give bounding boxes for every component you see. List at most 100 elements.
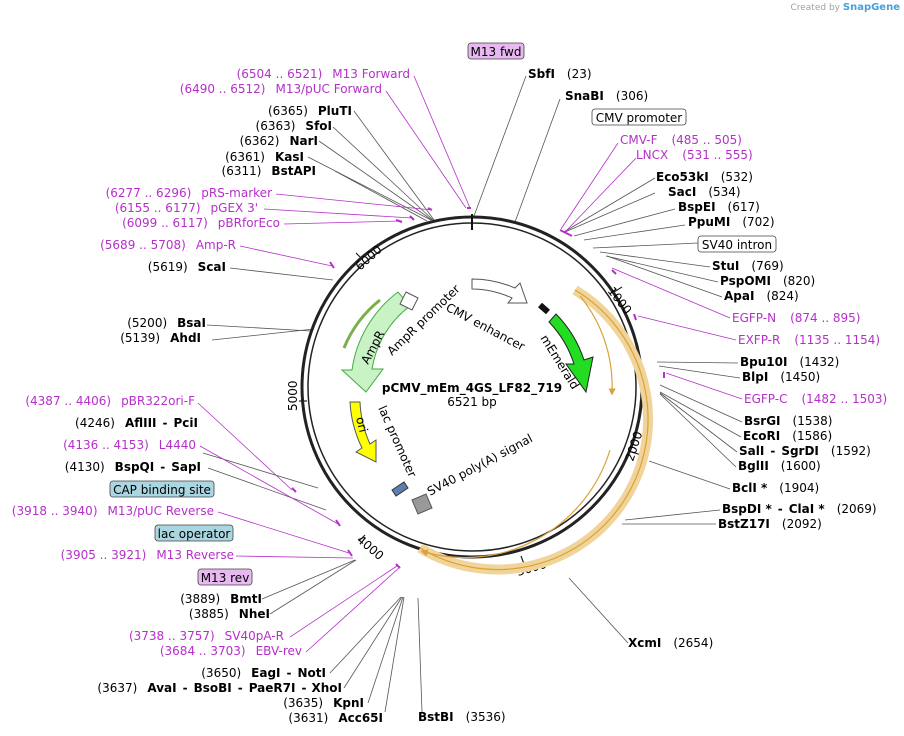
site-name: SacI — [668, 185, 696, 199]
svg-text:Bpu10I(1432): Bpu10I(1432) — [740, 355, 839, 369]
svg-text:StuI(769): StuI(769) — [712, 259, 784, 273]
svg-text:BglII(1600): BglII(1600) — [738, 459, 821, 473]
credit-prefix: Created by — [790, 3, 840, 13]
svg-text:(5689 .. 5708)Amp-R: (5689 .. 5708)Amp-R — [100, 238, 236, 252]
svg-text:(3918 .. 3940)M13/pUC Reverse: (3918 .. 3940) M13/pUC Reverse — [12, 504, 214, 518]
lac-operator-label: lac operator — [158, 527, 231, 541]
site-pos: (4246) — [75, 416, 115, 430]
site-name: BstZ17I — [718, 517, 770, 531]
tick-label: 6000 — [353, 242, 385, 273]
svg-text:(3889)BmtI: (3889)BmtI — [180, 592, 262, 606]
primer-name: M13/pUC Forward — [275, 82, 382, 96]
svg-text:(6362)NarI: (6362)NarI — [240, 134, 318, 148]
primer-range: (3738 .. 3757) — [129, 629, 215, 643]
site-name: Eco53kI — [656, 170, 709, 184]
intron-block — [538, 302, 550, 315]
site-name: StuI — [712, 259, 739, 273]
site-name: BclI * — [732, 481, 768, 495]
svg-text:SnaBI(306): SnaBI(306) — [565, 89, 648, 103]
site-name: NarI — [289, 134, 318, 148]
site-labels-right: SbfI(23) SnaBI(306) Eco53kI(532) SacI (53… — [418, 67, 877, 724]
primer-name: EGFP-C — [744, 392, 787, 406]
svg-text:(3637)AvaI-BsoBI-PaeR7I-XhoI: (3637)AvaI-BsoBI-PaeR7I-XhoI — [97, 681, 342, 695]
site-pos: (1538) — [793, 414, 833, 428]
svg-text:(6363)SfoI: (6363)SfoI — [256, 119, 332, 133]
primer-range: (6490 .. 6512) — [180, 82, 266, 96]
primer-range: (3905 .. 3921) — [61, 548, 147, 562]
primer-range: (3684 .. 3703) — [160, 644, 246, 658]
svg-text:SbfI(23): SbfI(23) — [528, 67, 592, 81]
primer-range: (3918 .. 3940) — [12, 504, 98, 518]
svg-text:BclI *(1904): BclI * (1904) — [732, 481, 819, 495]
primer-name: M13 Reverse — [156, 548, 234, 562]
site-pos: (1586) — [792, 429, 832, 443]
primer-range: (4387 .. 4406) — [25, 394, 111, 408]
site-name: BsrGI — [744, 414, 781, 428]
site-name: BsaI — [177, 316, 206, 330]
site-pos: (1904) — [779, 481, 819, 495]
svg-text:PspOMI(820): PspOMI(820) — [720, 274, 815, 288]
site-name: Bpu10I — [740, 355, 787, 369]
site-name: NotI — [298, 666, 327, 680]
site-name: BspDI * — [722, 502, 772, 516]
lac-promoter-feature — [391, 481, 409, 497]
site-pos: (3631) — [288, 711, 328, 725]
svg-text:(3905 .. 3921)M13 Reverse: (3905 .. 3921) M13 Reverse — [61, 548, 234, 562]
primer-name: M13/pUC Reverse — [108, 504, 215, 518]
primer-name: pBRforEco — [218, 216, 280, 230]
primer-range: (6155 .. 6177) — [115, 201, 201, 215]
primer-leader-lines — [197, 75, 743, 653]
site-pos: (6365) — [268, 104, 308, 118]
site-pos: (1600) — [781, 459, 821, 473]
lac-operator-box — [154, 524, 234, 542]
site-name: BlpI — [742, 370, 768, 384]
svg-text:(4387 .. 4406)pBR322ori-F: (4387 .. 4406)pBR322ori-F — [25, 394, 195, 408]
site-pos: (1450) — [780, 370, 820, 384]
svg-text:BlpI(1450): BlpI (1450) — [742, 370, 820, 384]
svg-text:(6365)PluTI: (6365)PluTI — [268, 104, 352, 118]
svg-text:(4130)BspQI-SapI: (4130)BspQI-SapI — [65, 460, 201, 474]
svg-text:(5200)BsaI: (5200) BsaI — [127, 316, 206, 330]
svg-text:BsrGI(1538): BsrGI (1538) — [744, 414, 832, 428]
sv40-intron-box — [697, 235, 777, 253]
orf-arrow-bottom — [420, 449, 611, 559]
site-pos: (4130) — [65, 460, 105, 474]
site-pos: (6361) — [225, 150, 265, 164]
site-pos: (534) — [708, 185, 740, 199]
site-pos: (2654) — [673, 636, 713, 650]
cmv-promoter-label: CMV promoter — [596, 111, 683, 125]
svg-text:BspDI *-ClaI *(2069): BspDI *-ClaI *(2069) — [722, 502, 877, 516]
site-name: EagI — [251, 666, 280, 680]
svg-text:EGFP-C(1482 .. 1503): EGFP-C(1482 .. 1503) — [744, 392, 887, 406]
cmv-enhancer-label: CMV enhancer — [444, 300, 528, 353]
site-name: PpuMI — [688, 215, 730, 229]
svg-text:SacI(534): SacI (534) — [668, 185, 741, 199]
svg-text:(6155 .. 6177)pGEX 3': (6155 .. 6177)pGEX 3' — [115, 201, 258, 215]
svg-text:(3635)KpnI: (3635)KpnI — [283, 696, 364, 710]
svg-text:BspEI(617): BspEI(617) — [678, 200, 760, 214]
site-name: NheI — [239, 607, 270, 621]
site-labels-left: (6365)PluTI (6363)SfoI (6362)NarI (6361)… — [65, 104, 383, 725]
site-pos: (6311) — [222, 164, 262, 178]
svg-text:(4246)AflIII-PciI: (4246)AflIII-PciI — [75, 416, 198, 430]
site-name: KpnI — [333, 696, 364, 710]
site-name: SgrDI — [781, 444, 819, 458]
lac-promoter-label: lac promoter — [375, 404, 419, 480]
svg-text:Eco53kI(532): Eco53kI(532) — [656, 170, 753, 184]
svg-text:(6504 .. 6521)M13 Forward: (6504 .. 6521)M13 Forward — [237, 67, 410, 81]
site-pos: (3637) — [97, 681, 137, 695]
m13-rev-box — [197, 568, 253, 586]
svg-text:(3684 .. 3703)EBV-rev: (3684 .. 3703)EBV-rev — [160, 644, 302, 658]
svg-text:(3631)Acc65I: (3631)Acc65I — [288, 711, 383, 725]
primer-name: M13 Forward — [332, 67, 410, 81]
primer-markers — [291, 207, 665, 569]
site-pos: (5619) — [148, 260, 188, 274]
primer-name: EGFP-N — [732, 311, 776, 325]
site-pos: (3889) — [180, 592, 220, 606]
svg-text:EcoRI(1586): EcoRI(1586) — [743, 429, 832, 443]
snapgene-credit: Created by SnapGene — [790, 2, 900, 13]
sv40-polya-label: SV40 poly(A) signal — [425, 431, 535, 498]
sv40-polya-feature — [411, 493, 433, 515]
site-pos: (5200) — [127, 316, 167, 330]
